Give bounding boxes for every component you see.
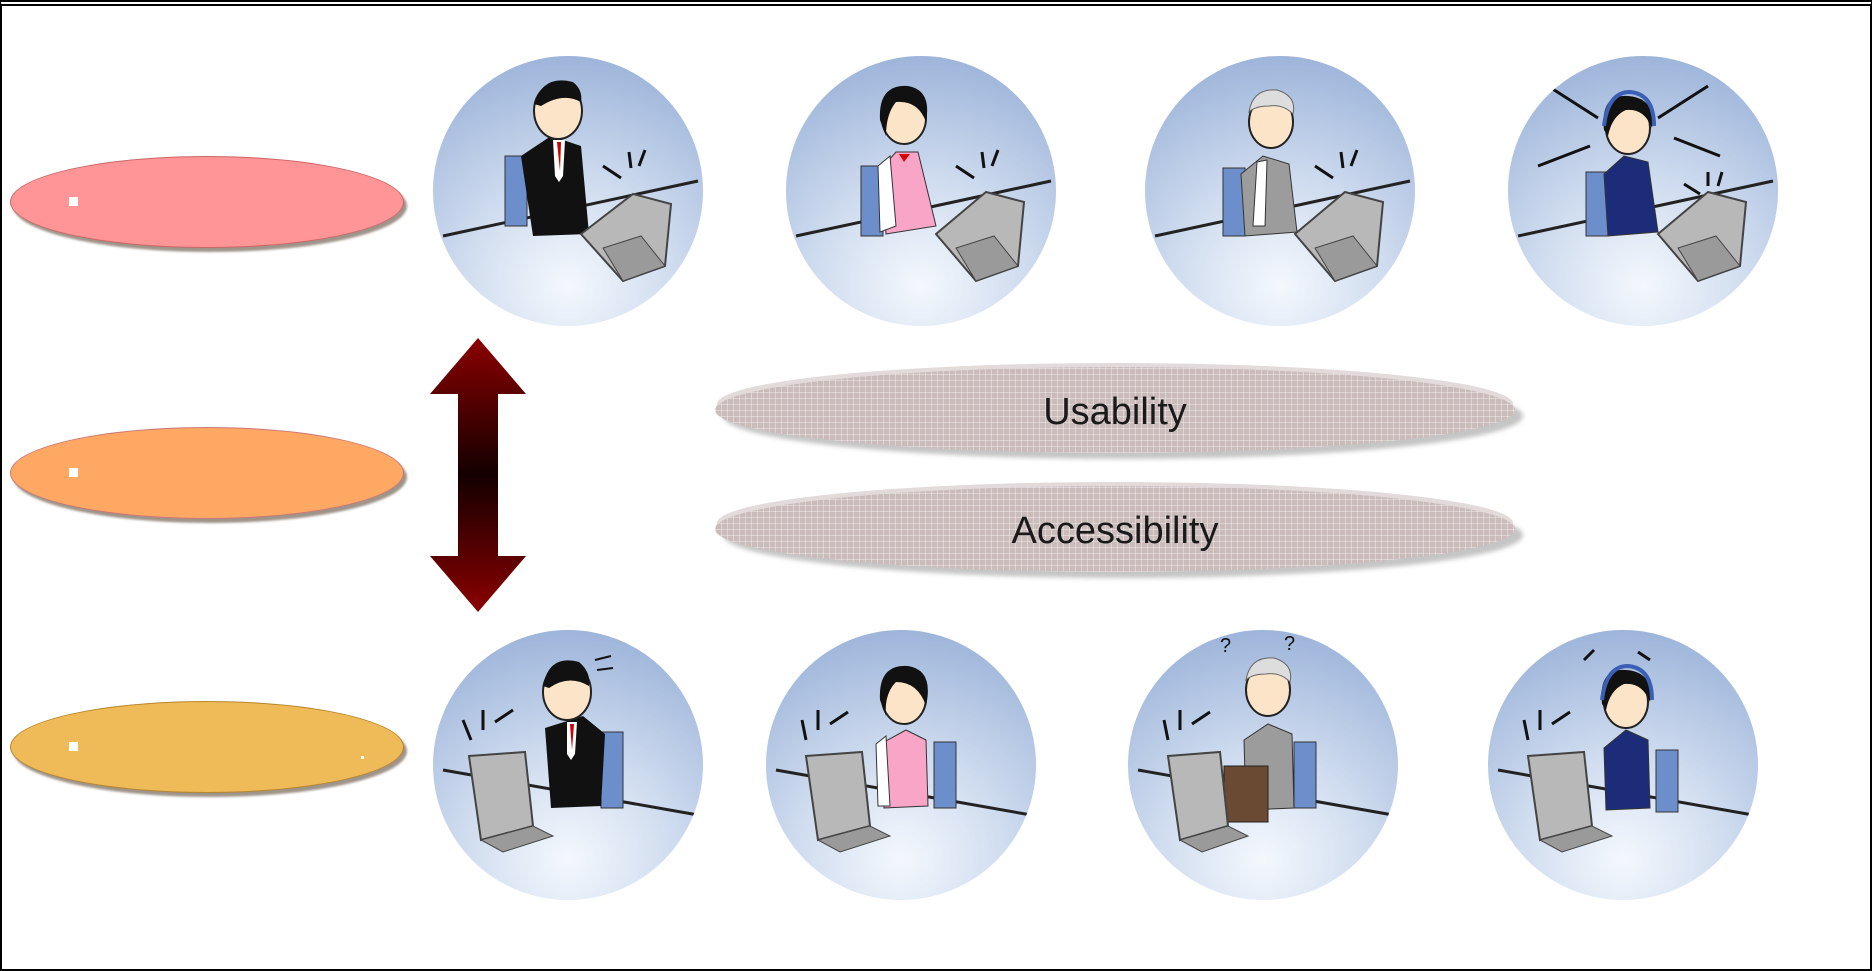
- svg-text:?: ?: [1220, 635, 1231, 657]
- elderly-man-confused-icon: ? ?: [1128, 630, 1398, 900]
- level-pill-low: [10, 701, 404, 793]
- usability-band: Usability: [715, 367, 1515, 453]
- woman-typing-happy-icon: [786, 56, 1056, 326]
- man-typing-frustrated-icon: [433, 630, 703, 900]
- man-typing-happy-icon: [433, 56, 703, 326]
- level-pill-mid: [10, 427, 404, 519]
- accessibility-label: Accessibility: [1011, 510, 1219, 552]
- usability-label: Usability: [1043, 391, 1187, 433]
- accessibility-band: Accessibility: [715, 486, 1515, 572]
- bullet-icon: [69, 197, 78, 206]
- double-arrow-icon: [430, 338, 526, 612]
- woman-headset-typing-happy-icon: [1508, 56, 1778, 326]
- elderly-man-typing-happy-icon: [1145, 56, 1415, 326]
- bullet-icon: [69, 468, 78, 477]
- woman-typing-frustrated-icon: [766, 630, 1036, 900]
- period-dot: [361, 756, 364, 759]
- bullet-icon: [69, 742, 78, 751]
- svg-text:?: ?: [1284, 633, 1295, 655]
- woman-headset-frustrated-icon: [1488, 630, 1758, 900]
- level-pill-high: [10, 156, 404, 248]
